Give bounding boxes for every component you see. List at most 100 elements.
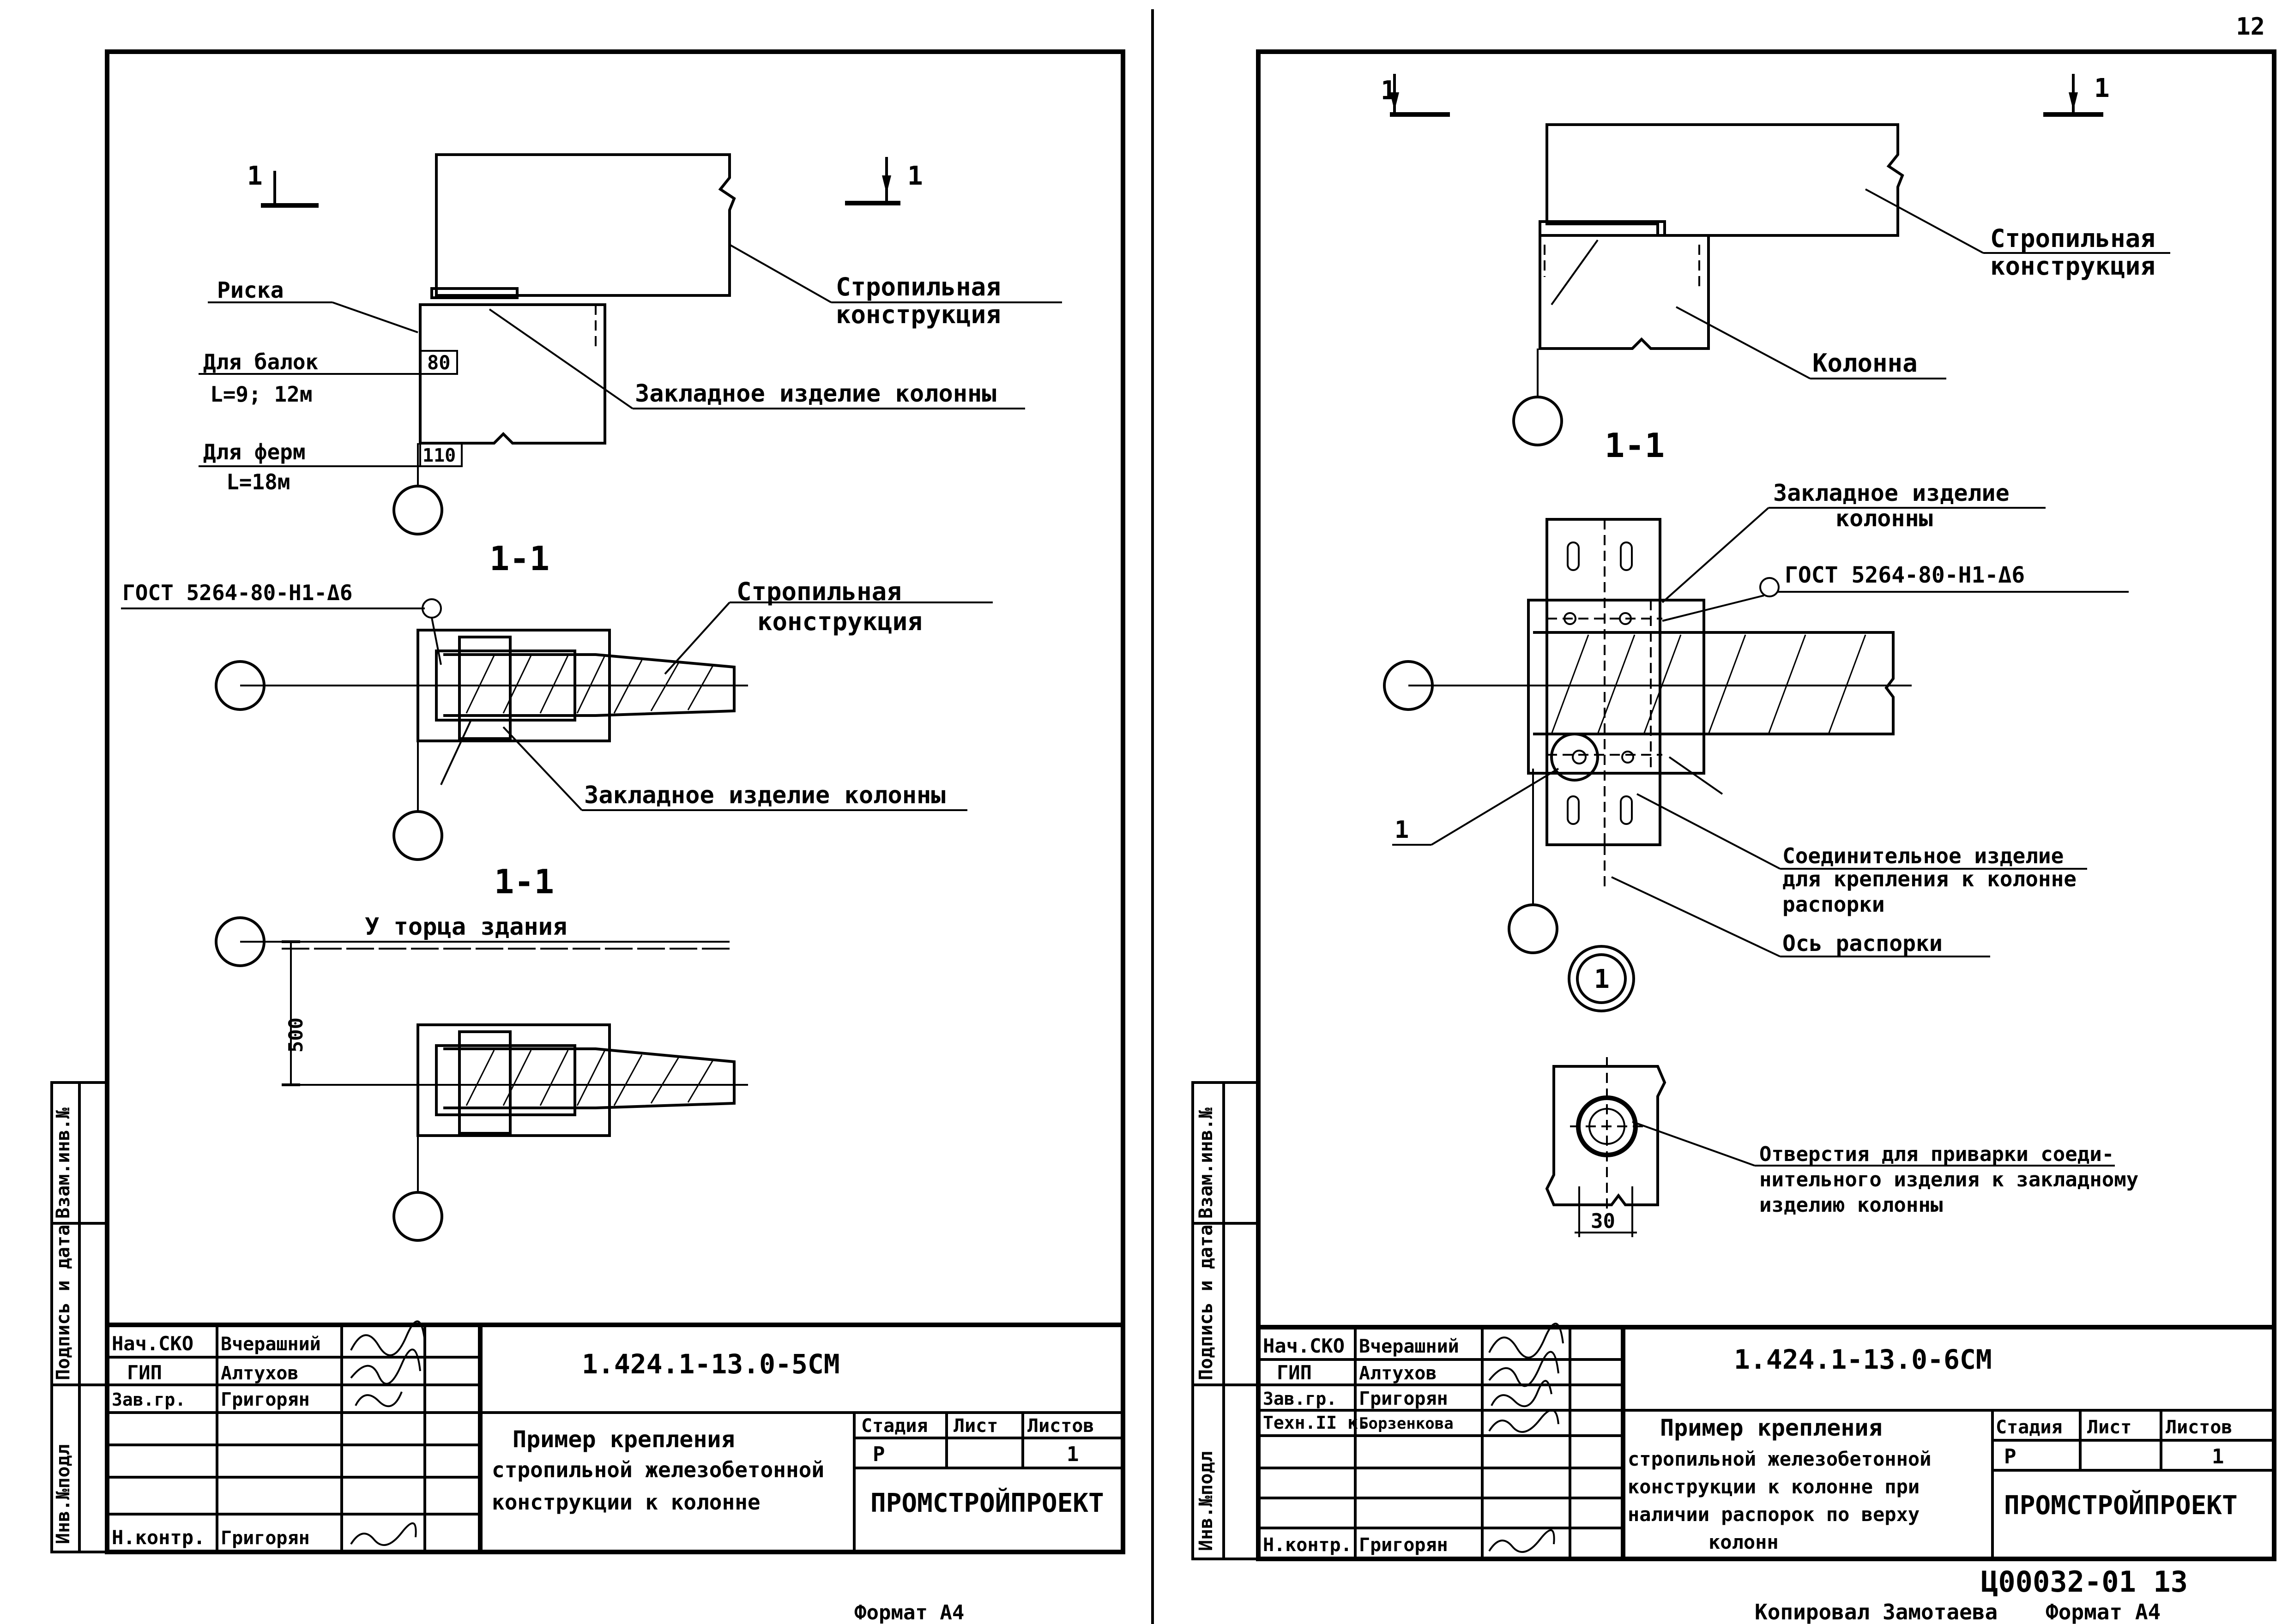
left-tb-role-0: Нач.СКО <box>112 1332 193 1355</box>
left-label-gost: ГОСТ 5264-80-Н1-Δ6 <box>122 580 353 605</box>
right-tb-stage-header: Стадия <box>1996 1417 2063 1438</box>
left-label-embedded-mid: Закладное изделие колонны <box>584 782 946 809</box>
left-rafter-section-1 <box>443 653 736 717</box>
left-tb-doc-code: 1.424.1-13.0-5СМ <box>582 1348 840 1380</box>
right-tb-signature-2 <box>1491 1380 1552 1407</box>
page-number: 12 <box>2236 13 2265 41</box>
right-section-title: 1-1 <box>1605 426 1665 465</box>
left-tb-signature-0 <box>350 1320 426 1356</box>
right-tb-sheets: 1 <box>2212 1445 2224 1468</box>
left-axis-bubble-3 <box>392 810 443 861</box>
right-axis-bubble-1 <box>1512 396 1563 446</box>
right-column-block <box>1539 234 1710 350</box>
right-label-connecting-2: для крепления к колонне <box>1782 866 2077 891</box>
left-label-riska: Риска <box>217 277 284 303</box>
left-label-rafter-sec-2: конструкция <box>757 607 923 636</box>
left-label-rafter-sec-1: Стропильная <box>737 577 902 606</box>
right-column-plate <box>1545 518 1661 846</box>
left-axis-bubble-5 <box>392 1191 443 1242</box>
right-tb-name-6: Григорян <box>1359 1534 1448 1556</box>
right-tb-role-6: Н.контр. <box>1263 1534 1352 1556</box>
right-stamp: Ц00032-01 13 <box>1981 1565 2188 1599</box>
left-tb-name-6: Григорян <box>221 1528 310 1549</box>
left-axis-bubble-1 <box>392 485 443 535</box>
right-tb-role-1: ГИП <box>1277 1361 1312 1384</box>
right-side-label-sign: Подпись и дата <box>1195 1225 1217 1380</box>
left-tb-role-1: ГИП <box>127 1361 162 1384</box>
right-label-column: Колонна <box>1812 349 1918 378</box>
right-tb-sheet-header: Лист <box>2087 1417 2131 1438</box>
left-section-mark-a: 1 <box>247 161 263 191</box>
right-axis-bubble-3 <box>1508 903 1558 954</box>
right-label-holes-3: изделию колонны <box>1759 1193 1943 1217</box>
left-rafter-section-2 <box>443 1047 736 1109</box>
right-tb-name-3: Борзенкова <box>1359 1414 1454 1433</box>
right-rafter-section <box>1533 631 1895 735</box>
left-side-label-sign: Подпись и дата <box>53 1225 74 1380</box>
right-label-connecting-1: Соединительное изделие <box>1782 843 2064 868</box>
left-axis-bubble-2 <box>215 660 266 711</box>
left-tb-name-2: Григорян <box>221 1389 310 1410</box>
left-section-title-1: 1-1 <box>489 539 549 578</box>
right-tb-org: ПРОМСТРОЙПРОЕКТ <box>2004 1490 2238 1521</box>
left-frame <box>105 49 1125 1554</box>
right-tb-title-2: конструкции к колонне при <box>1628 1475 1920 1498</box>
right-label-leader-1: 1 <box>1395 816 1409 844</box>
left-tb-title-0: Пример крепления <box>513 1426 735 1453</box>
left-label-beams: Для балок <box>203 349 318 374</box>
left-tb-sheet-header: Лист <box>954 1415 998 1437</box>
right-tb-title-3: наличии распорок по верху <box>1628 1503 1920 1526</box>
left-tb-signature-1 <box>350 1348 421 1385</box>
right-tb-stage: Р <box>2004 1445 2016 1468</box>
right-tb-doc-code: 1.424.1-13.0-6СМ <box>1734 1344 1992 1375</box>
left-dim-110: 110 <box>423 445 456 466</box>
right-copied: Копировал Замотаева <box>1755 1600 1998 1624</box>
left-title-block: Нач.СКО ГИП Зав.гр. Н.контр. Вчерашний А… <box>107 1320 1123 1552</box>
right-axis-bubble-2 <box>1383 660 1434 711</box>
right-tb-role-0: Нач.СКО <box>1263 1335 1345 1357</box>
right-rafter-block <box>1545 123 1904 237</box>
left-label-end-building: У торца здания <box>365 913 567 941</box>
left-tb-stage-header: Стадия <box>861 1415 928 1437</box>
left-tb-title-1: стропильной железобетонной <box>492 1457 824 1482</box>
left-tb-name-1: Алтухов <box>221 1363 299 1384</box>
left-tb-org: ПРОМСТРОЙПРОЕКТ <box>870 1488 1104 1518</box>
right-side-label-inv: Инв.№подл <box>1195 1451 1217 1551</box>
left-dim-80: 80 <box>427 351 451 374</box>
left-tb-name-0: Вчерашний <box>221 1334 321 1355</box>
left-dim-500: 500 <box>284 1017 307 1053</box>
right-title-block: Нач.СКО ГИП Зав.гр. Техн.II к. Н.контр. … <box>1258 1323 2274 1559</box>
left-side-label-inv: Инв.№подл <box>53 1444 74 1544</box>
right-sheet: Инв.№подл Подпись и дата Взам.инв.№ 1 1 … <box>1191 49 2276 1624</box>
right-tb-signature-3 <box>1488 1409 1559 1433</box>
left-column-plate-2 <box>417 1023 611 1137</box>
left-label-rafter-2: конструкция <box>836 300 1001 329</box>
right-format: Формат А4 <box>2046 1600 2161 1624</box>
right-tb-signature-0 <box>1488 1323 1564 1359</box>
right-side-label-vzam: Взам.инв.№ <box>1195 1107 1217 1219</box>
left-rafter-block <box>435 153 736 297</box>
right-label-connecting-3: распорки <box>1782 892 1885 917</box>
left-sheet: Инв.№подл Подпись и дата Взам.инв.№ 1 1 … <box>50 49 1125 1624</box>
left-tb-sheets: 1 <box>1067 1443 1079 1466</box>
left-tb-sheets-header: Листов <box>1027 1415 1094 1437</box>
left-label-embedded-top: Закладное изделие колонны <box>635 380 996 408</box>
left-tb-signature-6 <box>350 1522 417 1546</box>
right-tb-name-0: Вчерашний <box>1359 1336 1459 1357</box>
right-dim-30: 30 <box>1591 1209 1615 1233</box>
right-side-strip <box>1191 1081 1260 1560</box>
right-hole-detail <box>1545 1065 1666 1206</box>
right-label-rafter-1: Стропильная <box>1990 224 2155 253</box>
left-format: Формат А4 <box>854 1601 964 1624</box>
right-tb-title-0: Пример крепления <box>1660 1414 1883 1441</box>
right-tb-signature-6 <box>1488 1529 1555 1553</box>
right-tb-role-2: Зав.гр. <box>1263 1389 1337 1409</box>
right-label-embedded-2: колонны <box>1835 505 1933 532</box>
right-node-label: 1 <box>1594 964 1610 994</box>
left-tb-stage: Р <box>873 1443 885 1466</box>
left-label-trusses-span: L=18м <box>226 469 290 494</box>
right-tb-role-3: Техн.II к. <box>1263 1413 1369 1433</box>
right-label-gost: ГОСТ 5264-80-Н1-Δ6 <box>1785 562 2025 588</box>
left-tb-role-2: Зав.гр. <box>112 1389 186 1410</box>
